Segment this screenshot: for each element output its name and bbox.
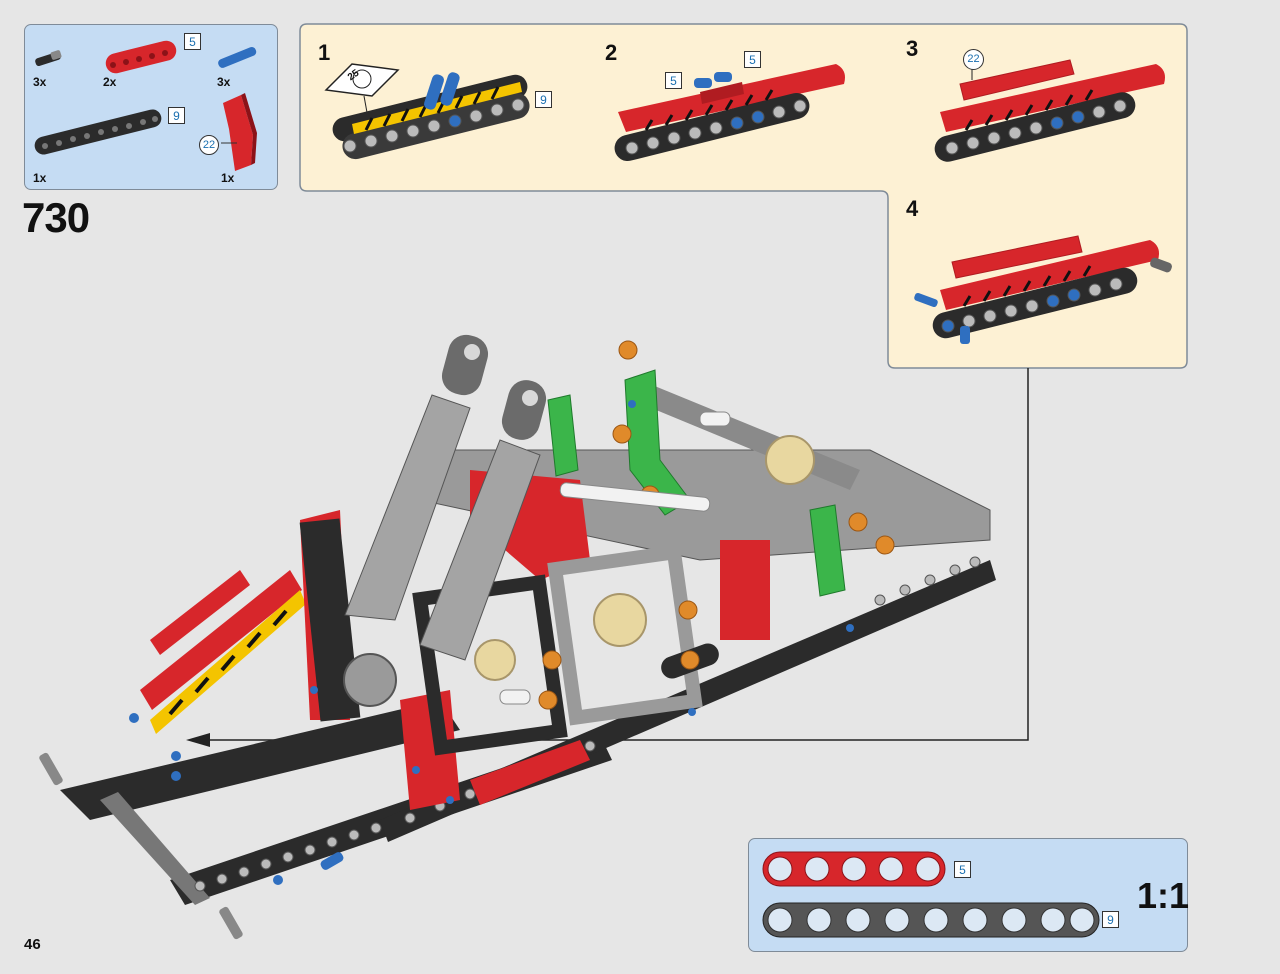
panel-size-indicator: 22 (963, 49, 984, 70)
step-number: 730 (22, 194, 90, 241)
length-indicator: 5 (184, 33, 201, 50)
scale-reference-panel: 5 9 1:1 (748, 838, 1190, 952)
black-beam-icon (34, 109, 162, 155)
red-beam-icon (105, 40, 177, 74)
pneumatic-cylinders (344, 334, 547, 661)
length-indicator: 5 (665, 72, 682, 89)
gears (343, 435, 815, 707)
parts-illustration (34, 40, 257, 171)
sub-step-number: 4 (906, 196, 919, 221)
length-indicator: 5 (744, 51, 761, 68)
scale-label: 1:1 (1137, 875, 1190, 916)
page-number: 46 (24, 936, 41, 953)
red-panel-icon (223, 93, 257, 171)
blue-pin-icon (218, 47, 257, 68)
parts-list-callout: 3x 2x 3x 1x 1x 5 9 22 (24, 24, 278, 190)
sub-step-number: 2 (605, 40, 618, 65)
red-beam-5-icon (762, 851, 946, 887)
sub-step-number: 1 (318, 40, 331, 65)
length-indicator: 5 (954, 861, 971, 878)
sub-step-number: 3 (906, 36, 919, 61)
orange-bushings (538, 340, 895, 710)
length-indicator: 9 (168, 107, 185, 124)
quantity-label: 2x (103, 75, 117, 89)
axles (310, 400, 854, 804)
quantity-label: 1x (33, 171, 47, 185)
panel-size-indicator: 22 (199, 135, 219, 155)
grey-beam-9-icon (762, 902, 1100, 938)
quantity-label: 3x (33, 75, 47, 89)
scale-beams (762, 851, 1100, 938)
quantity-label: 3x (217, 75, 231, 89)
length-indicator: 9 (1102, 911, 1119, 928)
green-liftarms (547, 369, 846, 597)
length-indicator: 9 (535, 91, 552, 108)
quantity-label: 1x (221, 171, 235, 185)
black-pin-icon (35, 50, 62, 67)
